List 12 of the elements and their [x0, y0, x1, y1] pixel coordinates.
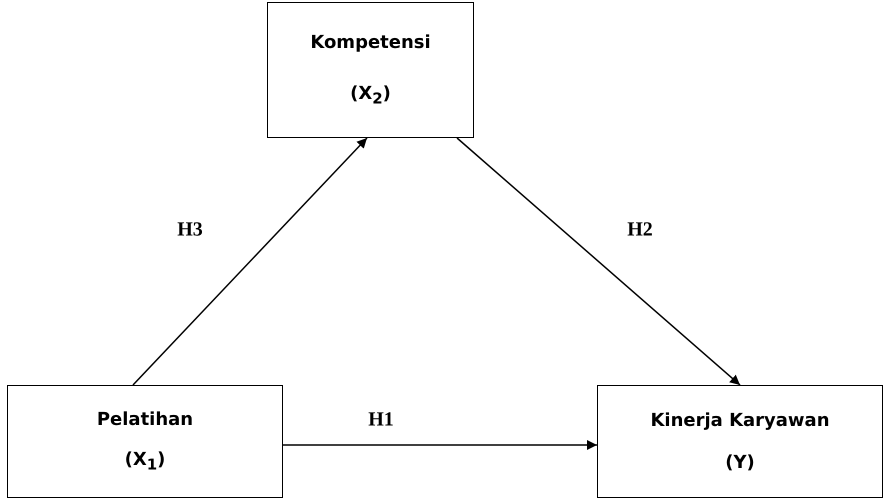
variable-label: Pelatihan [96, 409, 194, 430]
variable-box [597, 385, 883, 498]
variable-label: (X$_{1}$) [124, 449, 166, 474]
variable-box [267, 2, 474, 138]
variable-label: Kinerja Karyawan [650, 410, 830, 432]
variable-box [7, 385, 283, 498]
variable-label: (X$_{2}$) [350, 83, 391, 108]
arrow [132, 137, 368, 386]
variable-label: Kompetensi [310, 32, 431, 54]
arrow [283, 440, 597, 450]
arrow [456, 137, 740, 386]
variable-label: (Y) [725, 452, 755, 473]
